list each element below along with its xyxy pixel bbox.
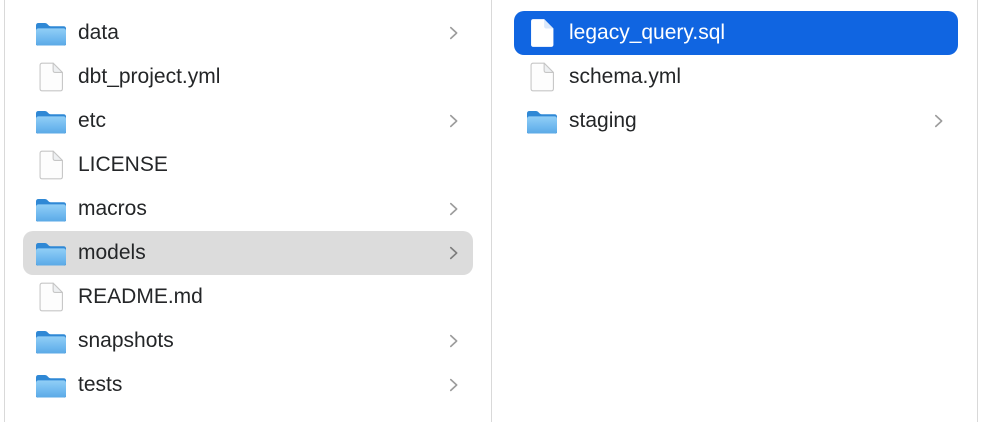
folder-icon: [35, 369, 67, 401]
item-name: models: [78, 241, 146, 264]
chevron-right-icon: [933, 112, 944, 130]
row-schema-yml[interactable]: schema.yml: [514, 55, 958, 99]
chevron-right-icon: [448, 244, 459, 262]
folder-icon: [35, 17, 67, 49]
folder-icon: [35, 325, 67, 357]
item-name: LICENSE: [78, 153, 168, 176]
item-name: snapshots: [78, 329, 174, 352]
item-name: macros: [78, 197, 147, 220]
item-name: staging: [569, 109, 637, 132]
item-name: legacy_query.sql: [569, 21, 726, 44]
chevron-right-icon: [448, 332, 459, 350]
document-icon: [526, 17, 558, 49]
document-icon: [35, 149, 67, 181]
folder-icon: [526, 105, 558, 137]
row-models[interactable]: models: [23, 231, 473, 275]
document-icon: [35, 281, 67, 313]
document-icon: [35, 61, 67, 93]
row-legacy-query-sql[interactable]: legacy_query.sql: [514, 11, 958, 55]
chevron-right-icon: [448, 112, 459, 130]
folder-icon: [35, 193, 67, 225]
column-left: data dbt_project.yml etc LICENSE macros …: [4, 0, 492, 422]
item-name: schema.yml: [569, 65, 682, 88]
item-name: dbt_project.yml: [78, 65, 221, 88]
row-tests[interactable]: tests: [23, 363, 473, 407]
chevron-right-icon: [448, 376, 459, 394]
row-dbt-project-yml[interactable]: dbt_project.yml: [23, 55, 473, 99]
row-staging[interactable]: staging: [514, 99, 958, 143]
item-name: tests: [78, 373, 123, 396]
folder-icon: [35, 237, 67, 269]
row-readme-md[interactable]: README.md: [23, 275, 473, 319]
item-name: README.md: [78, 285, 203, 308]
folder-icon: [35, 105, 67, 137]
item-name: data: [78, 21, 119, 44]
column-right: legacy_query.sql schema.yml staging: [492, 0, 978, 422]
row-etc[interactable]: etc: [23, 99, 473, 143]
row-macros[interactable]: macros: [23, 187, 473, 231]
chevron-right-icon: [448, 24, 459, 42]
document-icon: [526, 61, 558, 93]
row-snapshots[interactable]: snapshots: [23, 319, 473, 363]
row-data[interactable]: data: [23, 11, 473, 55]
row-license[interactable]: LICENSE: [23, 143, 473, 187]
chevron-right-icon: [448, 200, 459, 218]
item-name: etc: [78, 109, 107, 132]
